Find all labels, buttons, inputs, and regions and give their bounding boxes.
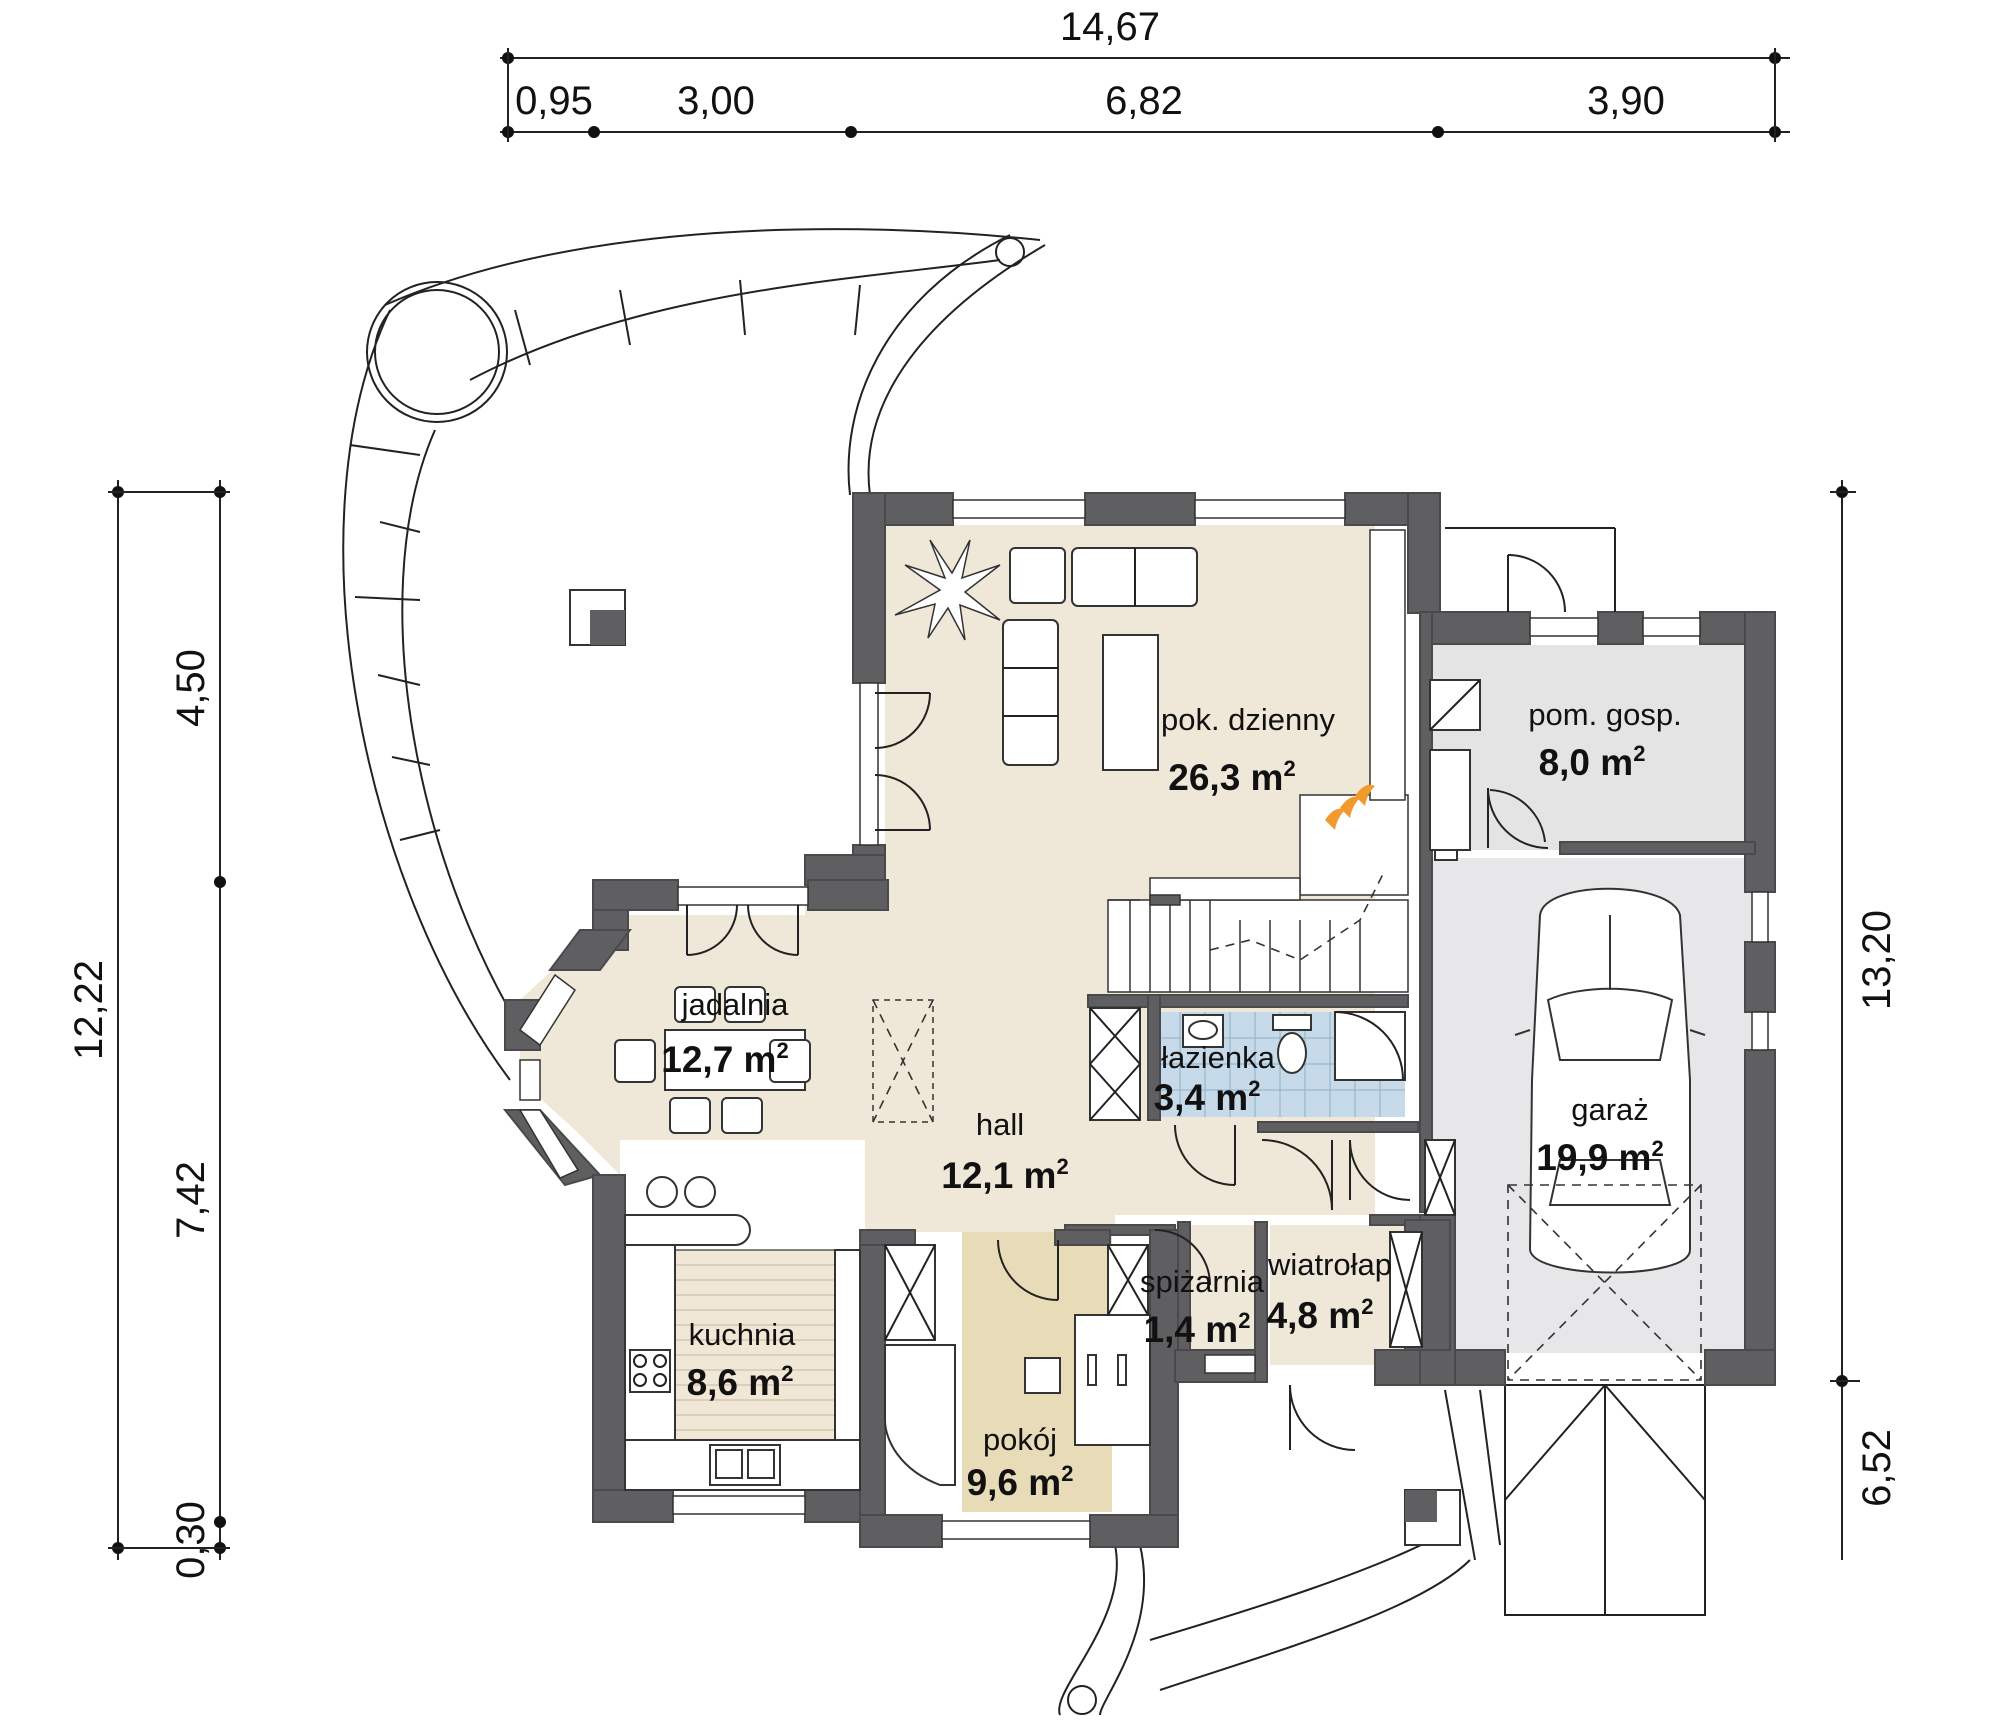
dining-area-sup: 2 — [776, 1038, 788, 1063]
garage-area-sup: 2 — [1651, 1136, 1663, 1161]
utility-area-sup: 2 — [1633, 741, 1645, 766]
bathroom-name: łazienka — [1161, 1040, 1275, 1075]
utility-name: pom. gosp. — [1528, 697, 1681, 732]
living-area-sup: 2 — [1283, 756, 1295, 781]
skylight — [872, 999, 934, 1123]
hall-area-sup: 2 — [1056, 1154, 1068, 1179]
label-room: pokój 9,6 m2 — [967, 1422, 1074, 1503]
kitchen-area: 8,6 m — [687, 1362, 782, 1403]
svg-text:9,6 m2: 9,6 m2 — [967, 1461, 1074, 1503]
svg-text:3,4 m2: 3,4 m2 — [1154, 1076, 1261, 1118]
room-name: pokój — [983, 1422, 1057, 1457]
dim-left-total: 12,22 — [67, 960, 111, 1060]
svg-text:26,3 m2: 26,3 m2 — [1168, 756, 1295, 798]
garage-name: garaż — [1571, 1092, 1649, 1127]
garage-door-swing — [1507, 1184, 1702, 1381]
living-area: 26,3 m — [1168, 757, 1283, 798]
driveway — [1504, 1384, 1706, 1616]
vestibule-area: 4,8 m — [1267, 1295, 1362, 1336]
kitchen-area-sup: 2 — [781, 1361, 793, 1386]
kitchen-name: kuchnia — [689, 1317, 797, 1352]
pantry-area: 1,4 m — [1144, 1309, 1239, 1350]
entrance-steps — [1058, 1389, 1501, 1716]
dim-right-seg-2: 6,52 — [1855, 1429, 1899, 1507]
vestibule-name: wiatrołap — [1267, 1247, 1392, 1282]
dim-left-seg-3: 0,30 — [169, 1501, 213, 1579]
utility-fixtures — [1429, 679, 1481, 861]
right-dimension-lines — [1830, 480, 1860, 1560]
outdoor-lamp-icon — [1404, 1489, 1461, 1546]
top-dimension-lines — [500, 48, 1790, 142]
dim-top-seg-1: 0,95 — [515, 79, 593, 123]
hall-name: hall — [976, 1107, 1024, 1142]
hall-area: 12,1 m — [941, 1155, 1056, 1196]
pantry-name: spiżarnia — [1140, 1264, 1265, 1299]
dim-left-seg-2: 7,42 — [169, 1161, 213, 1239]
living-sofas — [1002, 547, 1198, 771]
bathroom-area: 3,4 m — [1154, 1077, 1249, 1118]
bathroom-area-sup: 2 — [1248, 1076, 1260, 1101]
fireplace-icon — [1325, 784, 1375, 830]
dim-top-seg-3: 6,82 — [1105, 79, 1183, 123]
car-icon — [1514, 887, 1706, 1274]
plant-icon — [894, 539, 1001, 641]
label-bathroom: łazienka 3,4 m2 — [1154, 1040, 1276, 1118]
terrace-outline — [342, 228, 1046, 1081]
windows — [518, 499, 1769, 1540]
label-vestibule: wiatrołap 4,8 m2 — [1267, 1247, 1392, 1336]
label-hall: hall 12,1 m2 — [941, 1107, 1068, 1196]
left-dimension-lines — [108, 480, 230, 1560]
dim-left-seg-1: 4,50 — [169, 649, 213, 727]
svg-text:1,4 m2: 1,4 m2 — [1144, 1308, 1251, 1350]
svg-text:19,9 m2: 19,9 m2 — [1536, 1136, 1663, 1178]
living-name: pok. dzienny — [1161, 702, 1336, 737]
dining-area: 12,7 m — [661, 1039, 776, 1080]
label-garage: garaż 19,9 m2 — [1536, 1092, 1663, 1178]
garden-lamp-icon — [569, 589, 626, 646]
dining-table — [614, 986, 811, 1134]
kitchen-furniture — [624, 1176, 861, 1491]
room-area: 9,6 m — [967, 1462, 1062, 1503]
svg-text:4,8 m2: 4,8 m2 — [1267, 1294, 1374, 1336]
room-furniture — [884, 1244, 1151, 1486]
label-living: pok. dzienny 26,3 m2 — [1161, 702, 1336, 798]
svg-text:8,6 m2: 8,6 m2 — [687, 1361, 794, 1403]
garage-area: 19,9 m — [1536, 1137, 1651, 1178]
svg-text:12,1 m2: 12,1 m2 — [941, 1154, 1068, 1196]
pantry-area-sup: 2 — [1238, 1308, 1250, 1333]
label-utility: pom. gosp. 8,0 m2 — [1528, 697, 1681, 783]
dim-top-seg-4: 3,90 — [1587, 79, 1665, 123]
vestibule-area-sup: 2 — [1361, 1294, 1373, 1319]
dim-top-total: 14,67 — [1060, 5, 1160, 49]
staircase — [1107, 529, 1409, 993]
dim-top-seg-2: 3,00 — [677, 79, 755, 123]
bathroom-fixtures — [1182, 1011, 1406, 1081]
doors — [686, 527, 1616, 1451]
label-pantry: spiżarnia 1,4 m2 — [1140, 1264, 1265, 1350]
dim-right-seg-1: 13,20 — [1855, 910, 1899, 1010]
svg-text:12,7 m2: 12,7 m2 — [661, 1038, 788, 1080]
utility-area: 8,0 m — [1539, 742, 1634, 783]
wardrobe-hall — [1089, 1007, 1456, 1348]
label-kitchen: kuchnia 8,6 m2 — [687, 1317, 797, 1403]
label-dining: jadalnia 12,7 m2 — [661, 987, 789, 1080]
room-area-sup: 2 — [1061, 1461, 1073, 1486]
dining-name: jadalnia — [681, 987, 790, 1022]
svg-text:8,0 m2: 8,0 m2 — [1539, 741, 1646, 783]
